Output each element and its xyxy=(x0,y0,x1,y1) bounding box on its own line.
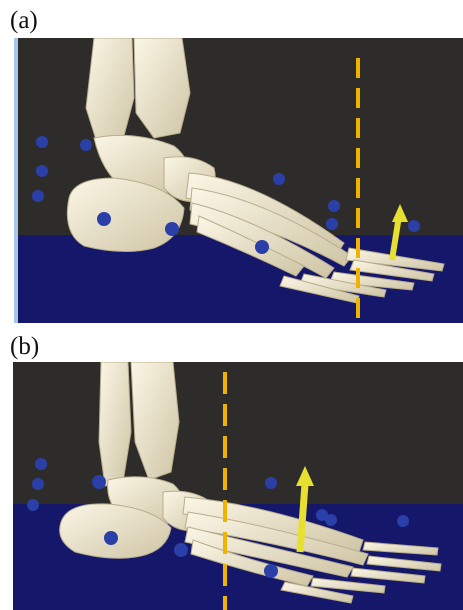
marker-dot xyxy=(35,458,47,470)
marker-dot xyxy=(32,478,44,490)
marker-dot xyxy=(174,543,188,557)
marker-dot xyxy=(36,165,48,177)
marker-dot xyxy=(27,499,39,511)
marker-dot xyxy=(325,514,337,526)
panel-a-label: (a) xyxy=(10,8,38,33)
marker-dot xyxy=(408,220,420,232)
marker-dot xyxy=(273,173,285,185)
marker-dot xyxy=(397,515,409,527)
window-edge xyxy=(14,38,18,323)
marker-dot xyxy=(255,240,269,254)
panel-b-render xyxy=(13,362,463,610)
marker-dot xyxy=(80,139,92,151)
marker-dot xyxy=(97,212,111,226)
marker-dot xyxy=(36,136,48,148)
panel-a-render xyxy=(14,38,463,323)
marker-dot xyxy=(265,477,277,489)
marker-dot xyxy=(264,564,278,578)
marker-dot xyxy=(326,218,338,230)
marker-dot xyxy=(32,190,44,202)
marker-dot xyxy=(92,475,106,489)
panel-b-label: (b) xyxy=(10,334,39,359)
marker-dot xyxy=(104,531,118,545)
marker-dot xyxy=(328,200,340,212)
marker-dot xyxy=(165,222,179,236)
